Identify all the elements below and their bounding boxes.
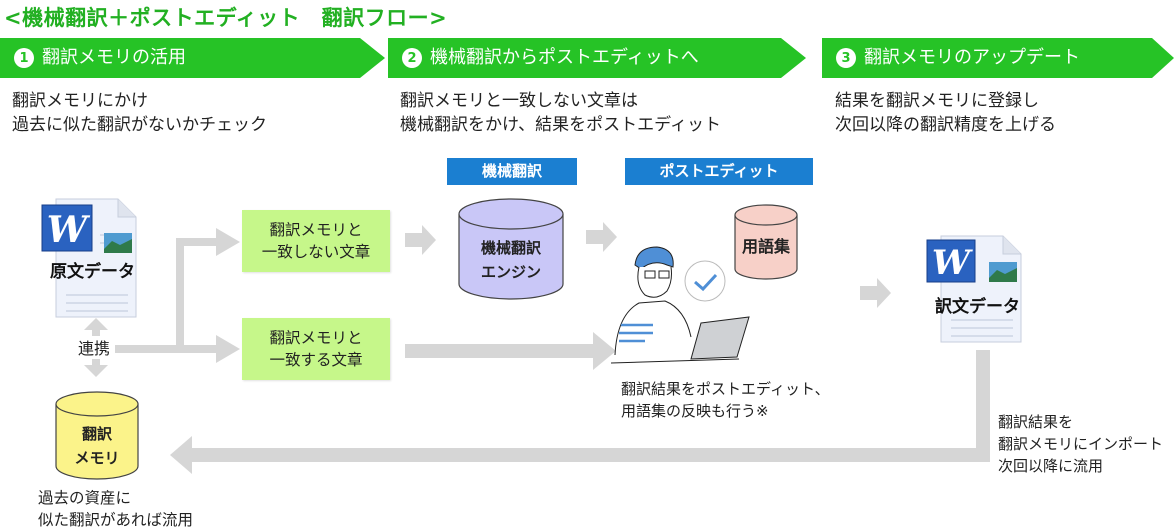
split-vertical bbox=[176, 238, 184, 353]
box-line: 翻訳メモリと bbox=[269, 221, 363, 239]
return-arrowhead bbox=[170, 436, 192, 474]
database-icon bbox=[734, 204, 798, 280]
diagram-title: <機械翻訳＋ポストエディット 翻訳フロー> bbox=[4, 6, 448, 30]
editor-caption: 翻訳結果をポストエディット、 用語集の反映も行う※ bbox=[621, 378, 830, 422]
step-1-number: 1 bbox=[14, 48, 34, 68]
step-1-banner: 1 翻訳メモリの活用 bbox=[0, 38, 385, 78]
memory-label-line: メモリ bbox=[74, 449, 120, 467]
step-3-desc-line: 結果を翻訳メモリに登録し bbox=[835, 91, 1039, 111]
step-1-desc-line: 過去に似た翻訳がないかチェック bbox=[12, 115, 267, 135]
person-laptop-icon bbox=[610, 246, 750, 364]
import-note: 翻訳結果を 翻訳メモリにインポート 次回以降に流用 bbox=[998, 411, 1163, 477]
step-3-number: 3 bbox=[836, 48, 856, 68]
memory-caption-line: 似た翻訳があれば流用 bbox=[38, 511, 194, 529]
glossary-label: 用語集 bbox=[741, 237, 790, 256]
import-note-line: 翻訳メモリにインポート bbox=[998, 435, 1164, 453]
database-icon bbox=[458, 198, 564, 300]
target-document-label: 訳文データ bbox=[935, 297, 1020, 317]
memory-label-line: 翻訳 bbox=[81, 425, 112, 443]
match-to-editor-arrowhead bbox=[593, 332, 616, 370]
editor-caption-line: 用語集の反映も行う※ bbox=[621, 402, 769, 420]
mt-engine-db: 機械翻訳 エンジン bbox=[456, 196, 566, 302]
step-3-desc-line: 次回以降の翻訳精度を上げる bbox=[835, 115, 1056, 135]
import-note-line: 翻訳結果を bbox=[998, 413, 1074, 431]
source-document-label: 原文データ bbox=[50, 262, 135, 282]
glossary-db: 用語集 bbox=[733, 203, 799, 281]
to-nomatch-shaft bbox=[176, 238, 218, 246]
step-2-label: 機械翻訳からポストエディットへ bbox=[430, 47, 699, 68]
link-connector bbox=[115, 345, 180, 353]
step-3-banner: 3 翻訳メモリのアップデート bbox=[822, 38, 1174, 78]
database-icon bbox=[55, 391, 139, 480]
step-1-label: 翻訳メモリの活用 bbox=[42, 47, 186, 68]
mt-header: 機械翻訳 bbox=[447, 158, 577, 185]
step-2-desc-line: 機械翻訳をかけ、結果をポストエディット bbox=[400, 115, 721, 135]
step-3-chevron bbox=[822, 38, 1174, 78]
box-line: 一致する文章 bbox=[269, 351, 363, 369]
step-3-label: 翻訳メモリのアップデート bbox=[864, 47, 1080, 68]
to-pe-arrow bbox=[586, 222, 617, 252]
step-2-chevron bbox=[388, 38, 806, 78]
svg-text:W: W bbox=[932, 243, 973, 283]
nomatch-sentences-box: 翻訳メモリと一致しない文章 bbox=[242, 210, 390, 272]
mt-engine-label-line: エンジン bbox=[480, 263, 541, 281]
step-2-number: 2 bbox=[402, 48, 422, 68]
editor-caption-line: 翻訳結果をポストエディット、 bbox=[621, 380, 830, 398]
step-2-desc-line: 翻訳メモリと一致しない文章は bbox=[400, 91, 638, 111]
to-target-arrow bbox=[860, 278, 891, 308]
to-match-shaft bbox=[180, 345, 218, 353]
step-1-desc-line: 翻訳メモリにかけ bbox=[12, 91, 148, 111]
match-sentences-box: 翻訳メモリと一致する文章 bbox=[242, 318, 390, 380]
target-document: W 訳文データ bbox=[925, 232, 1025, 357]
memory-caption-line: 過去の資産に bbox=[38, 489, 132, 507]
memory-caption: 過去の資産に 似た翻訳があれば流用 bbox=[38, 487, 193, 531]
mt-engine-label-line: 機械翻訳 bbox=[480, 239, 541, 257]
box-line: 一致しない文章 bbox=[261, 243, 371, 261]
step-3-description: 結果を翻訳メモリに登録し 次回以降の翻訳精度を上げる bbox=[835, 89, 1056, 137]
pe-header: ポストエディット bbox=[625, 158, 813, 185]
link-label: 連携 bbox=[78, 339, 111, 358]
to-mt-arrow bbox=[405, 225, 436, 255]
link-up-arrow bbox=[84, 318, 108, 336]
return-shaft bbox=[190, 448, 990, 462]
match-to-editor-shaft bbox=[405, 344, 595, 358]
translation-memory-label: 翻訳 メモリ bbox=[54, 422, 140, 470]
word-document-icon: W bbox=[926, 235, 1022, 343]
word-document-icon: W bbox=[41, 198, 137, 318]
source-document: W 原文データ bbox=[40, 195, 140, 320]
to-nomatch-arrowhead bbox=[216, 228, 240, 256]
step-1-description: 翻訳メモリにかけ 過去に似た翻訳がないかチェック bbox=[12, 89, 267, 137]
mt-engine-label: 機械翻訳 エンジン bbox=[456, 236, 566, 284]
link-down-arrow bbox=[84, 359, 108, 377]
return-vertical bbox=[976, 350, 990, 462]
step-2-description: 翻訳メモリと一致しない文章は 機械翻訳をかけ、結果をポストエディット bbox=[400, 89, 721, 137]
svg-text:W: W bbox=[47, 209, 91, 251]
step-2-banner: 2 機械翻訳からポストエディットへ bbox=[388, 38, 806, 78]
import-note-line: 次回以降に流用 bbox=[998, 457, 1104, 475]
translation-memory-db: 翻訳 メモリ bbox=[54, 390, 140, 482]
box-line: 翻訳メモリと bbox=[269, 329, 363, 347]
step-1-chevron bbox=[0, 38, 385, 78]
to-match-arrowhead bbox=[216, 335, 240, 363]
